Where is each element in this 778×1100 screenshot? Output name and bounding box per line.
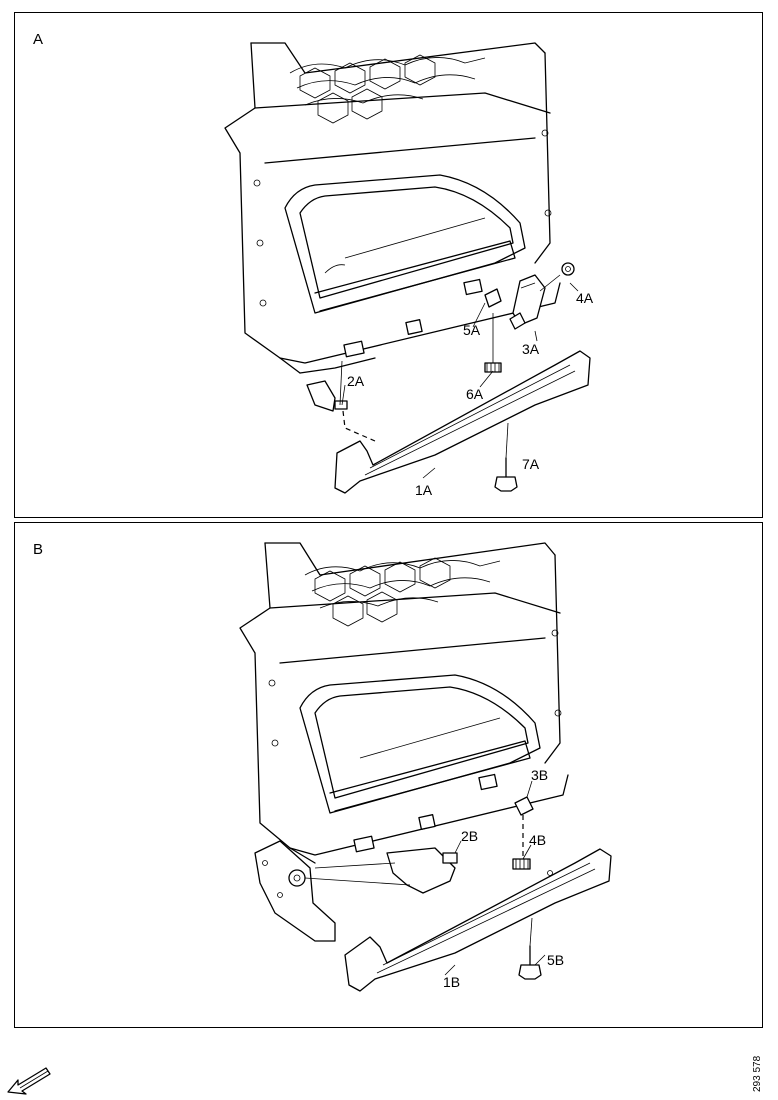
callout-1b: 1B <box>443 974 461 990</box>
assembly-drawing-a <box>224 42 591 494</box>
panel-label: A <box>33 31 44 48</box>
callout-5a: 5A <box>463 322 481 338</box>
callout-4b: 4B <box>529 832 547 848</box>
panel-b: B <box>14 522 763 1028</box>
callout-3b: 3B <box>531 767 549 783</box>
callout-2b: 2B <box>461 828 479 844</box>
panel-label: B <box>33 541 44 558</box>
callout-4a: 4A <box>576 290 594 306</box>
panel-a: A <box>14 12 763 518</box>
front-direction-arrow-icon <box>7 1067 51 1095</box>
callout-6a: 6A <box>466 386 484 402</box>
assembly-drawing-b <box>239 542 612 992</box>
callout-3a: 3A <box>522 341 540 357</box>
callout-7a: 7A <box>522 456 540 472</box>
reference-code: 293 578 <box>752 1055 763 1092</box>
callout-1a: 1A <box>415 482 433 498</box>
callout-5b: 5B <box>547 952 565 968</box>
callout-2a: 2A <box>347 373 365 389</box>
